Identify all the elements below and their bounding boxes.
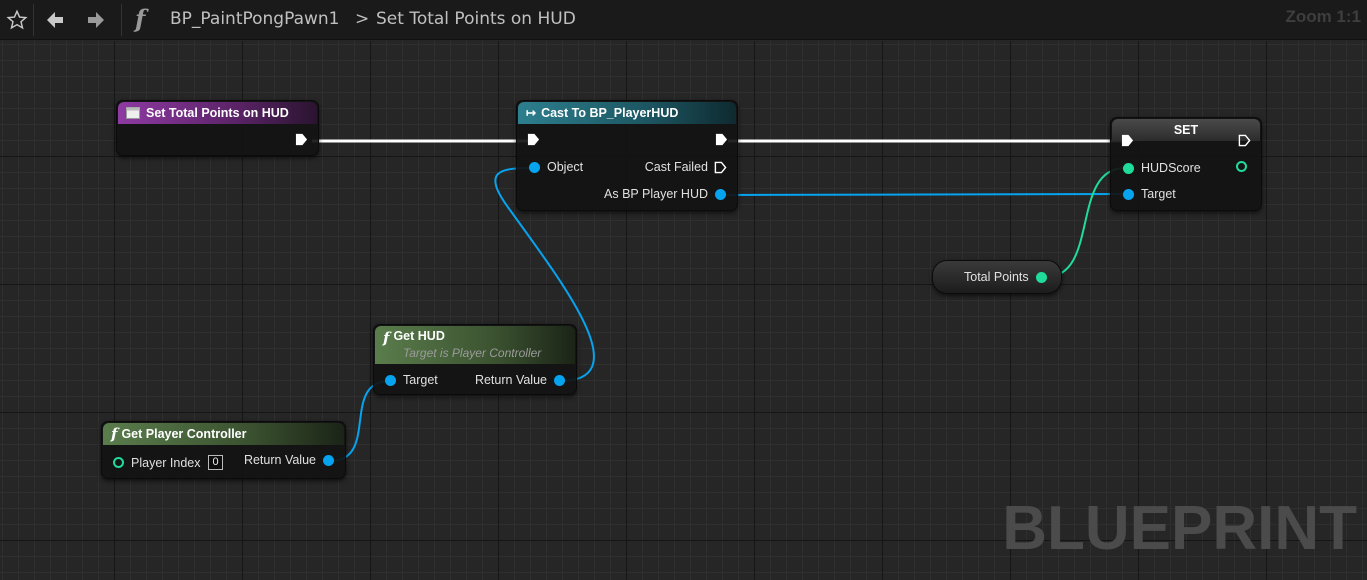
star-icon[interactable] — [2, 6, 32, 34]
hudscore-pin-dot[interactable] — [1123, 162, 1134, 174]
set-node-title: SET — [1173, 123, 1199, 137]
graph-toolbar: f BP_PaintPongPawn1 > Set Total Points o… — [0, 0, 1367, 40]
entry-node[interactable]: Set Total Points on HUD — [116, 100, 319, 156]
breadcrumb-separator: > — [355, 9, 370, 29]
set-hudscore-out-pin[interactable] — [1236, 161, 1247, 172]
cast-as-pin[interactable]: As BP Player HUD — [604, 187, 726, 201]
get-player-controller-header: f Get Player Controller — [103, 423, 344, 445]
int-wire-totalpoints-hudscore — [1045, 167, 1126, 278]
get-player-controller-title: Get Player Controller — [121, 427, 247, 441]
entry-node-title: Set Total Points on HUD — [146, 106, 289, 120]
function-icon: f — [383, 329, 390, 347]
player-index-label: Player Index — [131, 455, 201, 470]
function-icon: f — [135, 4, 146, 33]
zoom-level: Zoom 1:1 — [1285, 7, 1361, 26]
hudscore-out-ring[interactable] — [1236, 161, 1247, 172]
set-exec-out-pin[interactable] — [1238, 134, 1251, 147]
player-index-pin[interactable]: Player Index 0 — [113, 455, 223, 470]
set-node-header: SET — [1112, 119, 1260, 141]
entry-exec-out-pin[interactable] — [295, 133, 308, 146]
total-points-node[interactable]: Total Points — [932, 260, 1062, 294]
cast-node[interactable]: ↦ Cast To BP_PlayerHUD Object Cast Faile… — [516, 100, 738, 211]
get-player-controller-return-dot[interactable] — [323, 454, 334, 466]
get-hud-return-dot[interactable] — [554, 374, 565, 386]
object-wire-gethud-cast — [494, 167, 595, 382]
entry-node-header: Set Total Points on HUD — [118, 102, 317, 124]
get-hud-target-pin[interactable]: Target — [385, 373, 438, 387]
cast-object-pin[interactable]: Object — [529, 160, 583, 174]
get-player-controller-return-pin[interactable]: Return Value — [244, 453, 334, 467]
toolbar-divider — [33, 4, 34, 36]
cast-failed-pin[interactable]: Cast Failed — [645, 160, 727, 174]
cast-exec-in-pin[interactable] — [527, 133, 540, 146]
set-exec-in-pin[interactable] — [1121, 134, 1134, 147]
blueprint-graph[interactable]: Set Total Points on HUD ↦ Cast To BP_Pla… — [0, 41, 1367, 580]
get-player-controller-return-label: Return Value — [243, 453, 316, 467]
get-hud-title: Get HUD — [393, 329, 445, 343]
cast-node-title: Cast To BP_PlayerHUD — [541, 106, 679, 120]
cast-as-label: As BP Player HUD — [604, 187, 708, 201]
player-index-input[interactable]: 0 — [208, 455, 223, 470]
cast-failed-label: Cast Failed — [644, 160, 708, 174]
forward-arrow-icon[interactable] — [81, 6, 111, 34]
object-pin-dot[interactable] — [529, 161, 540, 173]
set-hudscore-pin[interactable]: HUDScore — [1123, 161, 1201, 175]
cast-exec-out-pin[interactable] — [715, 133, 728, 146]
cast-failed-exec-icon[interactable] — [714, 161, 727, 174]
player-index-ring[interactable] — [113, 457, 124, 468]
function-entry-icon — [126, 107, 140, 119]
set-target-pin[interactable]: Target — [1123, 187, 1176, 201]
total-points-pin[interactable]: Total Points — [964, 270, 1047, 284]
target-pin-dot[interactable] — [1123, 188, 1134, 200]
set-node[interactable]: SET HUDScore Target — [1110, 117, 1262, 211]
breadcrumb-current: Set Total Points on HUD — [376, 9, 576, 29]
set-target-label: Target — [1141, 187, 1176, 201]
cast-icon: ↦ — [526, 106, 537, 120]
get-hud-target-dot[interactable] — [385, 374, 396, 386]
function-icon: f — [111, 425, 118, 443]
breadcrumb-root[interactable]: BP_PaintPongPawn1 — [170, 9, 340, 29]
get-player-controller-node[interactable]: f Get Player Controller Player Index 0 R… — [101, 421, 346, 479]
total-points-label: Total Points — [964, 270, 1029, 284]
cast-node-header: ↦ Cast To BP_PlayerHUD — [518, 102, 736, 124]
get-hud-return-pin[interactable]: Return Value — [475, 373, 565, 387]
get-hud-target-label: Target — [403, 373, 438, 387]
set-hudscore-label: HUDScore — [1141, 161, 1201, 175]
as-pin-dot[interactable] — [715, 188, 726, 200]
back-arrow-icon[interactable] — [40, 6, 70, 34]
get-hud-node-header: f Get HUD Target is Player Controller — [375, 326, 575, 364]
toolbar-divider — [121, 4, 122, 36]
get-hud-return-label: Return Value — [474, 373, 547, 387]
cast-object-label: Object — [547, 160, 584, 174]
blueprint-watermark: BLUEPRINT — [1002, 494, 1357, 563]
object-wire-cast-set-target — [724, 193, 1126, 196]
get-hud-node[interactable]: f Get HUD Target is Player Controller Ta… — [373, 324, 577, 395]
get-hud-subtitle: Target is Player Controller — [403, 346, 542, 360]
total-points-pin-dot[interactable] — [1035, 271, 1047, 283]
